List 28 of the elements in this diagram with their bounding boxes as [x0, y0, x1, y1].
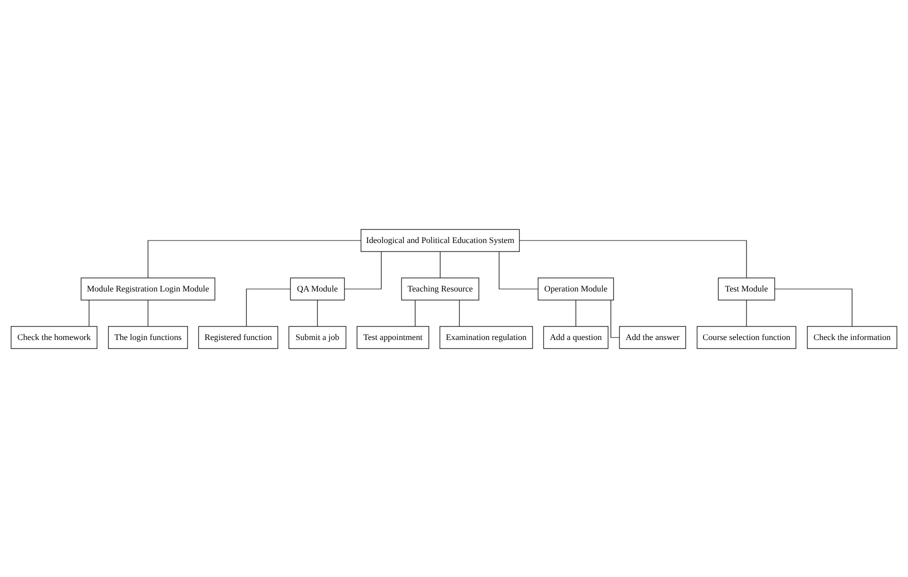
node-box: Check the information [806, 326, 898, 348]
node-box: Teaching Resource [401, 277, 480, 300]
connector [344, 250, 382, 289]
node-box: Registered function [198, 326, 278, 348]
node-box: Module Registration Login Module [80, 277, 216, 300]
connector [148, 240, 362, 278]
connector [610, 299, 620, 338]
connector [88, 299, 90, 326]
connector [246, 288, 291, 326]
node-box: Examination regulation [440, 326, 533, 348]
node-box: Test Module [718, 277, 776, 300]
connector [774, 288, 852, 326]
node-box: QA Module [290, 277, 345, 300]
node-box: Operation Module [538, 277, 614, 300]
connector [459, 299, 460, 326]
connector [746, 299, 747, 326]
node-box: Check the homework [10, 326, 98, 348]
connector [519, 240, 747, 278]
node-box: Ideological and Political Education System [360, 228, 520, 252]
connector [317, 299, 318, 326]
node-box: Course selection function [696, 326, 796, 348]
node-box: Test appointment [356, 326, 430, 348]
node-box: The login functions [108, 326, 188, 348]
node-box: Submit a job [288, 326, 346, 348]
connector [498, 250, 538, 289]
connector [414, 299, 416, 326]
node-box: Add the answer [619, 326, 686, 348]
node-box: Add a question [543, 326, 608, 348]
